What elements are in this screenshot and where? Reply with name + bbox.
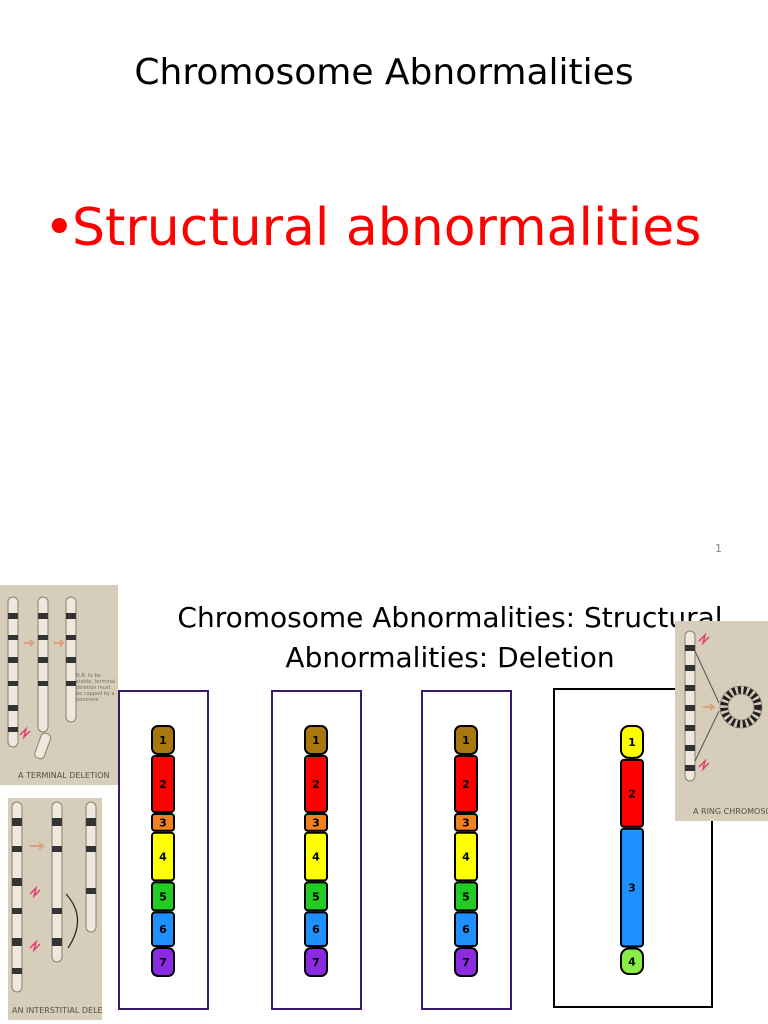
- terminal-deletion-label: A TERMINAL DELETION: [18, 771, 110, 780]
- terminal-deletion-illustration: [7, 596, 77, 760]
- chromosome-1-segment-6: 6: [151, 911, 175, 948]
- chromosome-1-segment-4: 4: [151, 831, 175, 882]
- chromosome-3-segment-7: 7: [454, 947, 478, 977]
- chromosome-2-segment-label-6: 6: [312, 923, 320, 936]
- chromosome-4-segment-label-2: 2: [628, 787, 636, 800]
- chromosome-2-segment-2: 2: [304, 755, 328, 813]
- chromosome-1-segment-label-2: 2: [159, 778, 167, 791]
- chromosome-3-segment-2: 2: [454, 755, 478, 813]
- chromosome-1-segment-label-5: 5: [159, 890, 167, 903]
- chromosome-2-segment-label-4: 4: [312, 851, 320, 864]
- slide-1: Chromosome Abnormalities •Structural abn…: [44, 52, 722, 555]
- chromosome-1-segment-1: 1: [151, 725, 175, 755]
- interstitial-deletion-illustration: [11, 801, 97, 993]
- chromosome-4-segment-label-3: 3: [628, 882, 636, 895]
- chromosome-3-segment-4: 4: [454, 831, 478, 882]
- chromosome-4-segment-1: 1: [620, 725, 644, 759]
- chromosome-4-segment-label-4: 4: [628, 955, 636, 968]
- chromosome-2-segment-7: 7: [304, 947, 328, 977]
- chromosome-3-segment-label-2: 2: [462, 778, 470, 791]
- ring-chromosome-photo: A RING CHROMOSOME: [675, 621, 768, 821]
- terminal-deletion-note: N.B. to be stable, terminal deletion mus…: [76, 673, 116, 703]
- interstitial-deletion-photo: AN INTERSTITIAL DELETION: [8, 798, 102, 1020]
- chromosome-2-segment-label-3: 3: [312, 816, 320, 829]
- chromosome-3-segment-5: 5: [454, 881, 478, 912]
- bullet-dot: •: [44, 198, 75, 258]
- slide-1-title: Chromosome Abnormalities: [134, 52, 634, 93]
- chromosome-3-segment-label-1: 1: [462, 734, 470, 747]
- chromosome-2-segment-6: 6: [304, 911, 328, 948]
- slide-2-title-line-2: Abnormalities: Deletion: [285, 641, 615, 674]
- chromosome-1-segment-label-1: 1: [159, 734, 167, 747]
- chromosome-2-segment-5: 5: [304, 881, 328, 912]
- page-number: 1: [715, 542, 722, 555]
- chromosome-3-segment-6: 6: [454, 911, 478, 948]
- chromosome-1-segment-label-6: 6: [159, 923, 167, 936]
- ring-chromosome-label: A RING CHROMOSOME: [693, 807, 768, 816]
- chromosome-3-segment-label-5: 5: [462, 890, 470, 903]
- chromosome-2-segment-label-2: 2: [312, 778, 320, 791]
- interstitial-deletion-label: AN INTERSTITIAL DELETION: [12, 1006, 102, 1015]
- slide-2-title-line-1: Chromosome Abnormalities: Structural: [177, 601, 723, 634]
- chromosome-box-2: [271, 690, 362, 1010]
- chromosome-1-segment-3: 3: [151, 813, 175, 832]
- chromosome-4-segment-label-1: 1: [628, 736, 636, 749]
- chromosome-2-segment-label-1: 1: [312, 734, 320, 747]
- chromosome-1-segment-5: 5: [151, 881, 175, 912]
- chromosome-box-1: [118, 690, 209, 1010]
- chromosome-1-segment-label-4: 4: [159, 851, 167, 864]
- chromosome-3-segment-label-3: 3: [462, 816, 470, 829]
- chromosome-3-segment-3: 3: [454, 813, 478, 832]
- chromosome-4-segment-4: 4: [620, 947, 644, 975]
- bullet-text: Structural abnormalities: [72, 198, 702, 258]
- chromosome-2-segment-1: 1: [304, 725, 328, 755]
- slide-2-title: Chromosome Abnormalities: Structural Abn…: [120, 598, 768, 678]
- ring-chromosome-illustration: [684, 630, 763, 782]
- chromosome-2-segment-4: 4: [304, 831, 328, 882]
- chromosome-1-segment-2: 2: [151, 755, 175, 813]
- chromosome-box-3: [421, 690, 512, 1010]
- chromosome-3-segment-label-6: 6: [462, 923, 470, 936]
- chromosome-3-segment-label-7: 7: [462, 956, 470, 969]
- chromosome-1-segment-label-7: 7: [159, 956, 167, 969]
- chromosome-4-segment-3: 3: [620, 827, 644, 948]
- chromosome-4-segment-2: 2: [620, 758, 644, 828]
- chromosome-1-segment-label-3: 3: [159, 816, 167, 829]
- chromosome-box-4: [553, 688, 713, 1008]
- chromosome-2-segment-label-7: 7: [312, 956, 320, 969]
- terminal-deletion-photo: N.B. to be stable, terminal deletion mus…: [0, 585, 118, 785]
- chromosome-3-segment-1: 1: [454, 725, 478, 755]
- chromosome-3-segment-label-4: 4: [462, 851, 470, 864]
- chromosome-2-segment-3: 3: [304, 813, 328, 832]
- chromosome-2-segment-label-5: 5: [312, 890, 320, 903]
- bullet-item: •Structural abnormalities: [44, 198, 701, 258]
- chromosome-1-segment-7: 7: [151, 947, 175, 977]
